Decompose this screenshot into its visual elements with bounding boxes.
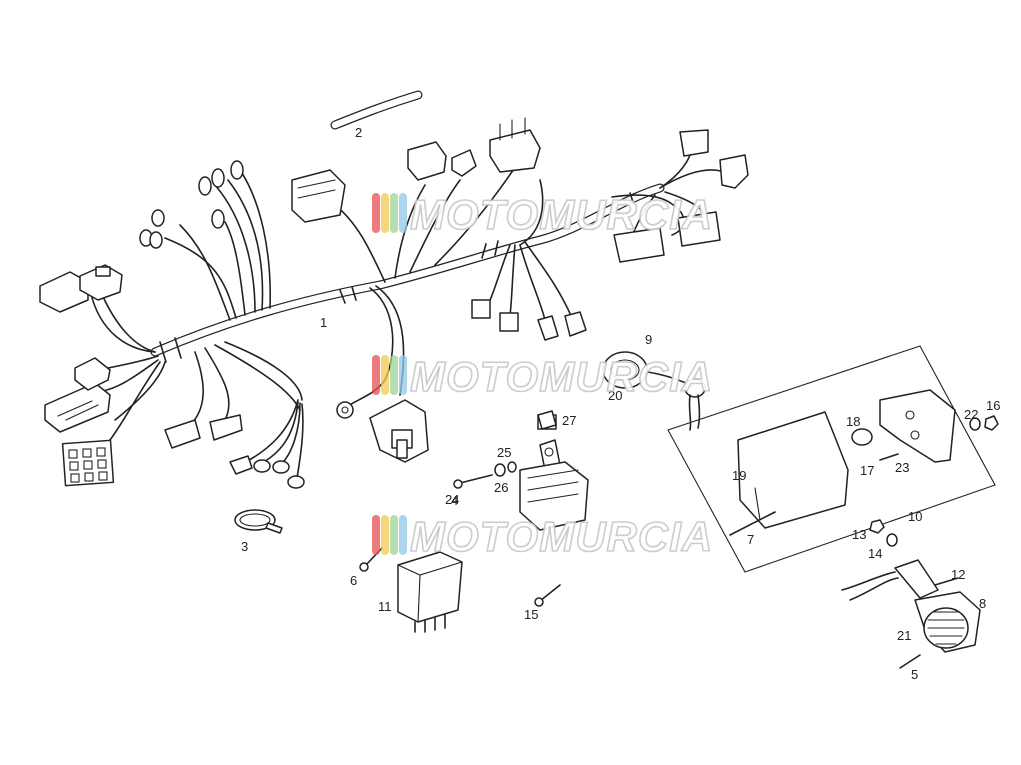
callout-9: 9 <box>645 332 652 347</box>
part-11-relay <box>397 551 463 633</box>
callout-3: 3 <box>241 539 248 554</box>
part-9-switch <box>602 351 706 431</box>
part-2-tube <box>330 90 423 130</box>
part-10-taillight-group <box>667 345 999 573</box>
watermark-stripe-yellow <box>381 515 389 555</box>
screws <box>359 474 561 607</box>
watermark-stripe-yellow <box>381 355 389 395</box>
callout-26: 26 <box>494 480 508 495</box>
nine-pin-holes <box>68 447 108 483</box>
watermark-stripe-yellow <box>381 193 389 233</box>
watermark-text: MOTOMURCIA <box>410 191 713 238</box>
callout-1: 1 <box>320 315 327 330</box>
callout-17: 17 <box>860 463 874 478</box>
watermark-text: MOTOMURCIA <box>410 513 713 560</box>
watermark-stripe-green <box>390 515 398 555</box>
callout-7: 7 <box>747 532 754 547</box>
callout-8: 8 <box>979 596 986 611</box>
callout-19: 19 <box>732 468 746 483</box>
callout-12: 12 <box>951 567 965 582</box>
callout-21: 21 <box>897 628 911 643</box>
callout-10: 10 <box>908 509 922 524</box>
callout-labels: 1 2 3 4 5 6 7 8 9 10 11 12 13 14 15 16 1… <box>241 125 1000 682</box>
callout-11: 11 <box>378 599 392 614</box>
callout-16: 16 <box>986 398 1000 413</box>
watermark-stripe-blue <box>399 515 407 555</box>
watermark-bottom: MOTOMURCIA <box>372 512 713 561</box>
callout-14: 14 <box>868 546 882 561</box>
watermark-stripe-green <box>390 355 398 395</box>
callout-2: 2 <box>355 125 362 140</box>
watermark-top: MOTOMURCIA <box>372 190 713 239</box>
callout-23: 23 <box>895 460 909 475</box>
part-8-indicator <box>841 559 981 669</box>
callout-13: 13 <box>852 527 866 542</box>
part-3-cable-tie <box>234 509 283 534</box>
callout-6: 6 <box>350 573 357 588</box>
callout-5: 5 <box>911 667 918 682</box>
watermark-stripe-blue <box>399 355 407 395</box>
callout-4: 4 <box>451 493 458 508</box>
watermark-stripe-red <box>372 193 380 233</box>
callout-20: 20 <box>608 388 622 403</box>
callout-18: 18 <box>846 414 860 429</box>
callout-27: 27 <box>562 413 576 428</box>
harness-connectors <box>39 117 749 489</box>
watermark-stripe-red <box>372 355 380 395</box>
callout-24: 24 <box>445 492 459 507</box>
watermark-stripe-red <box>372 515 380 555</box>
watermark-middle: MOTOMURCIA <box>372 352 713 401</box>
watermark-stripe-blue <box>399 193 407 233</box>
washers <box>494 461 517 477</box>
callout-15: 15 <box>524 607 538 622</box>
part-27-clip <box>537 410 557 430</box>
watermark-stripe-green <box>390 193 398 233</box>
callout-22: 22 <box>964 407 978 422</box>
callout-25: 25 <box>497 445 511 460</box>
watermark-text: MOTOMURCIA <box>410 353 713 400</box>
